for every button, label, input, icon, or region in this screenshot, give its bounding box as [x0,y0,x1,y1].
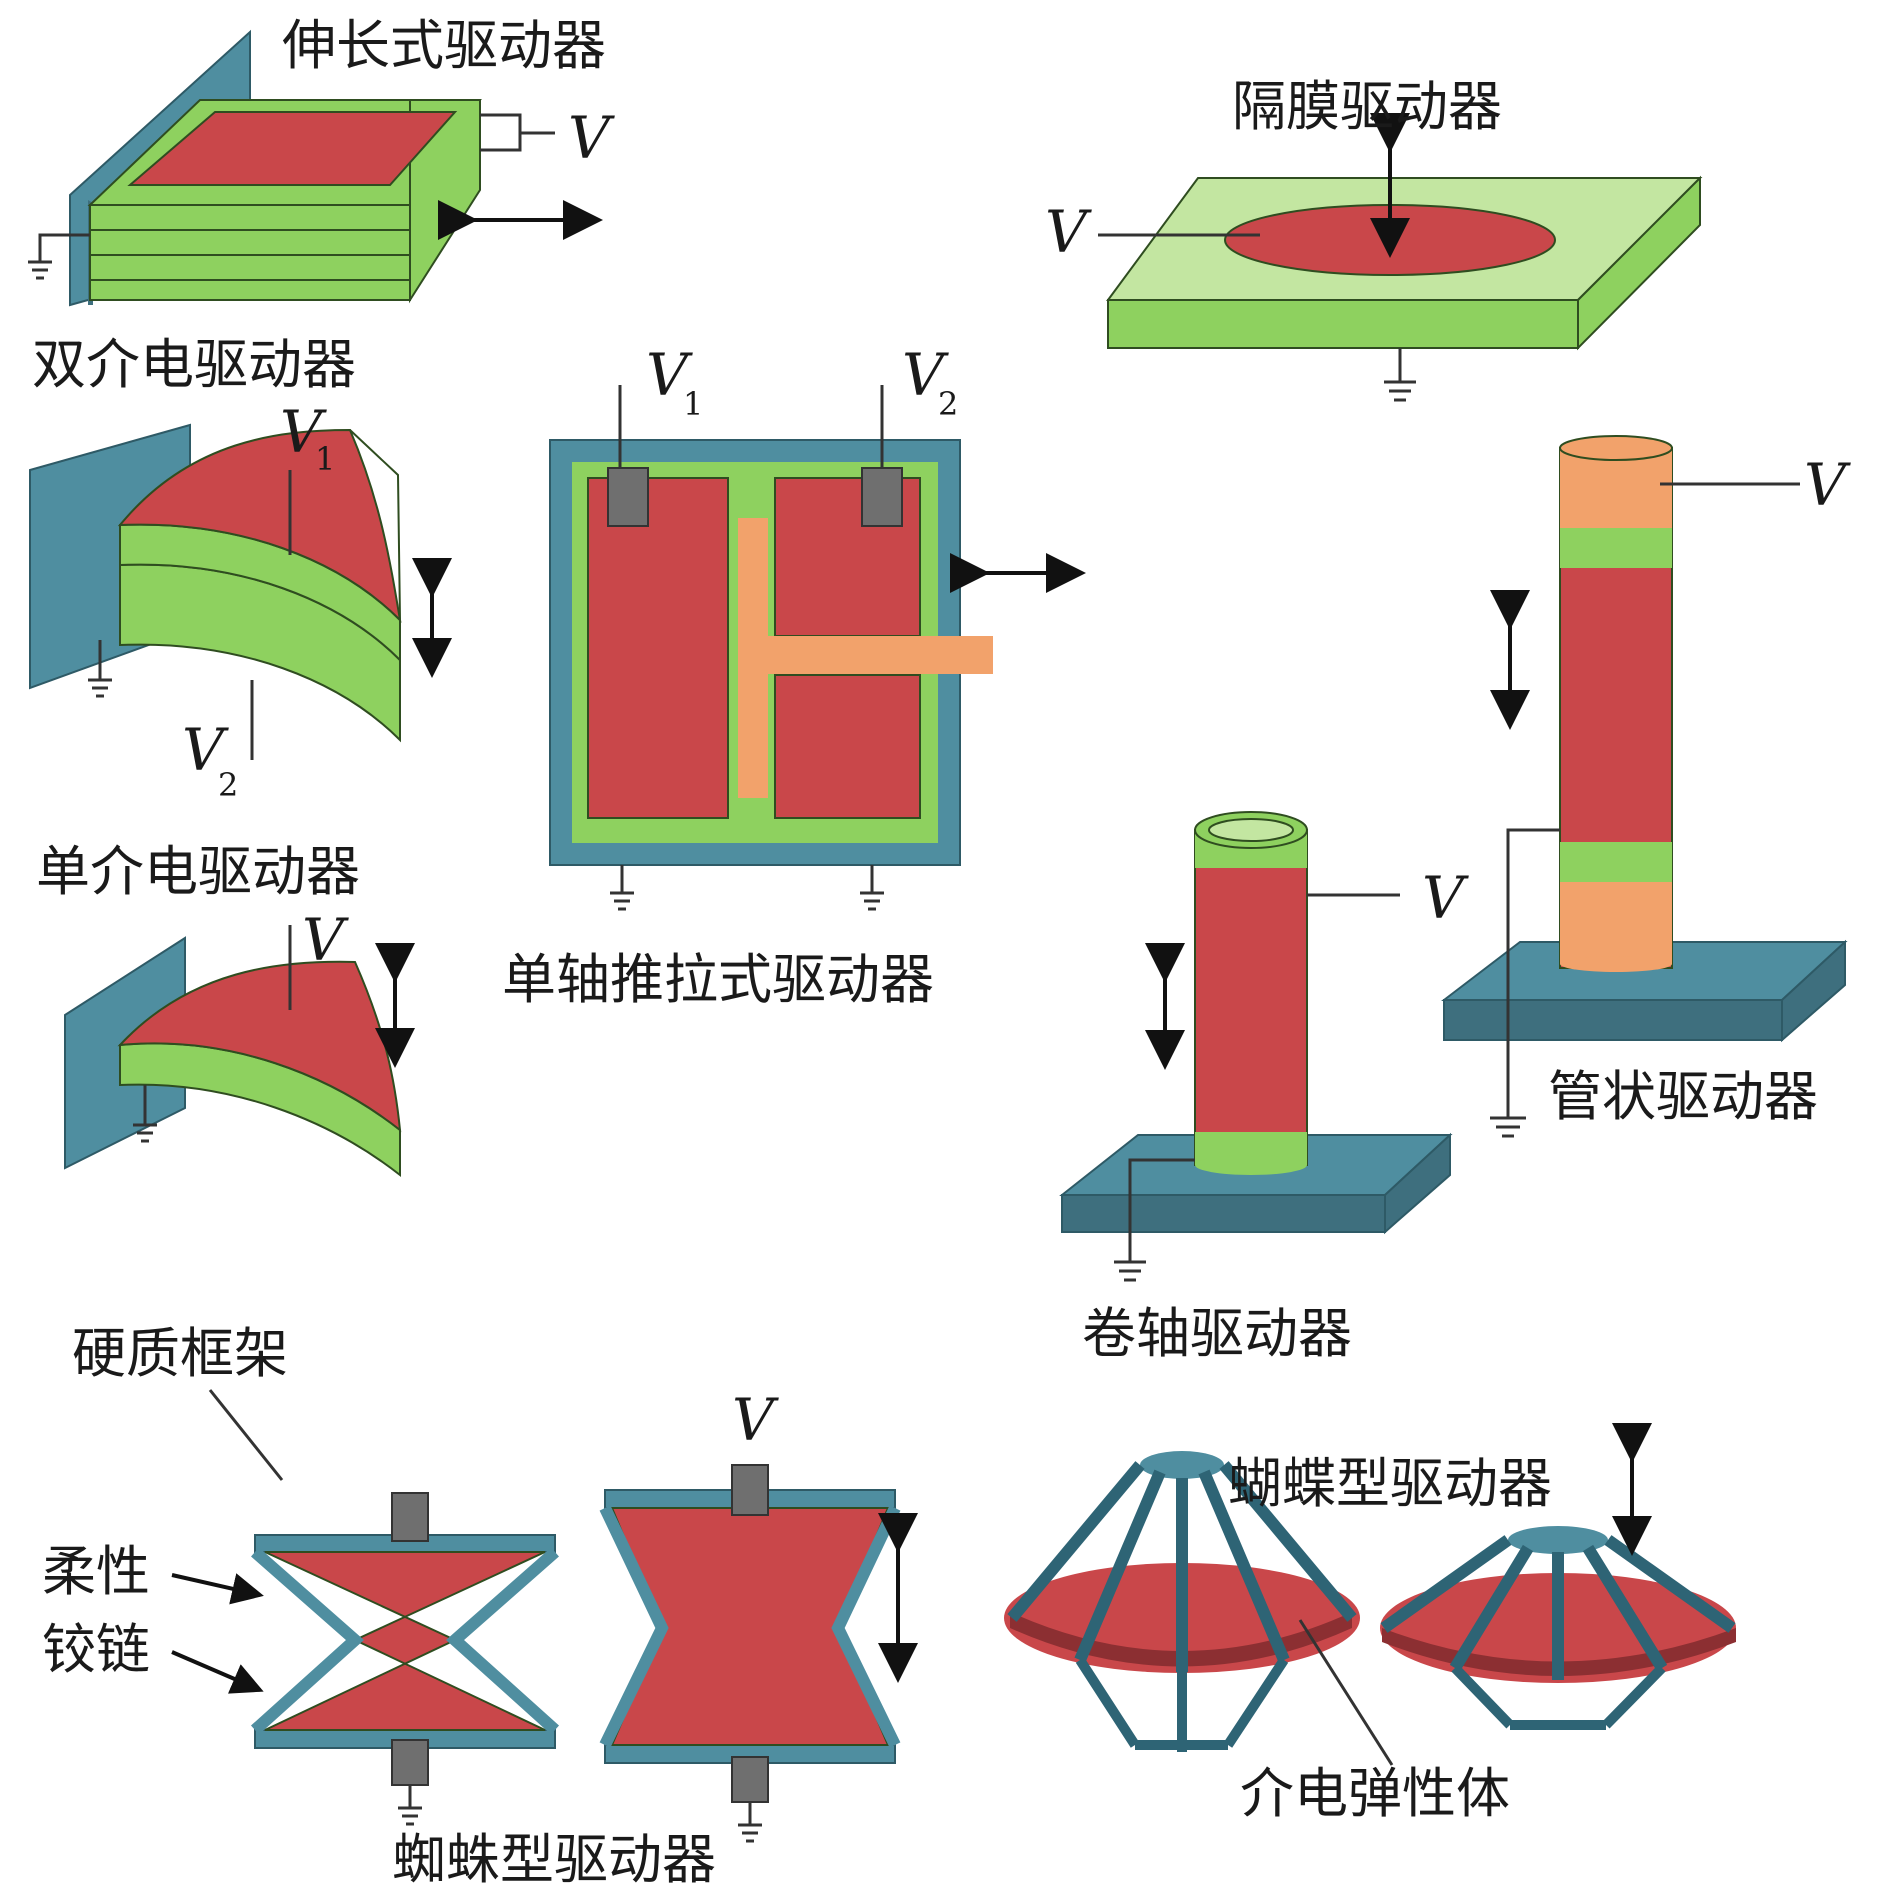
label-voltage: V [568,104,615,172]
label-v2: V [902,341,949,409]
label-extension-actuator: 伸长式驱动器 [282,14,606,77]
double-dielectric-actuator: 双介电驱动器 V 1 V 2 [29,333,452,804]
label-flexible-hinge-line2: 铰链 [42,1618,150,1681]
spider-actuator: 硬质框架 柔性 铰链 蜘蛛型驱动器 V [42,1322,918,1891]
label-tubular: 管状驱动器 [1548,1065,1818,1128]
label-v: V [302,906,349,974]
label-uniaxial: 单轴推拉式驱动器 [502,948,934,1011]
label-double-dielectric: 双介电驱动器 [32,333,356,396]
diaphragm-actuator: 隔膜驱动器 V [1045,75,1703,402]
label-diaphragm: 隔膜驱动器 [1232,75,1502,138]
single-dielectric-actuator: 单介电驱动器 V [36,840,415,1178]
label-v2-sub: 2 [218,766,238,804]
label-v: V [1422,864,1469,932]
label-dielectric-elastomer: 介电弹性体 [1240,1762,1510,1825]
label-v1-sub: 1 [683,385,703,423]
label-single-dielectric: 单介电驱动器 [36,840,360,903]
tubular-actuator: 管状驱动器 V [1441,435,1851,1138]
label-v1-sub: 1 [315,440,335,478]
rolled-actuator: 卷轴驱动器 V [1059,811,1469,1365]
label-flexible-hinge-line1: 柔性 [42,1540,150,1603]
label-v: V [732,1386,779,1454]
label-rigid-frame: 硬质框架 [72,1322,288,1385]
uniaxial-push-pull-actuator: 单轴推拉式驱动器 V 1 V 2 [502,341,1086,1011]
label-v1: V [646,341,693,409]
label-rolled: 卷轴驱动器 [1082,1302,1352,1365]
extension-actuator: 伸长式驱动器 V [28,14,615,307]
butterfly-actuator: 蝴蝶型驱动器 介电弹性体 [1004,1423,1736,1825]
label-v2: V [182,716,229,784]
label-butterfly: 蝴蝶型驱动器 [1228,1452,1552,1515]
label-v1: V [280,398,327,466]
label-v: V [1804,451,1851,519]
label-v2-sub: 2 [938,385,958,423]
label-v: V [1045,198,1092,266]
label-spider: 蜘蛛型驱动器 [392,1828,716,1891]
